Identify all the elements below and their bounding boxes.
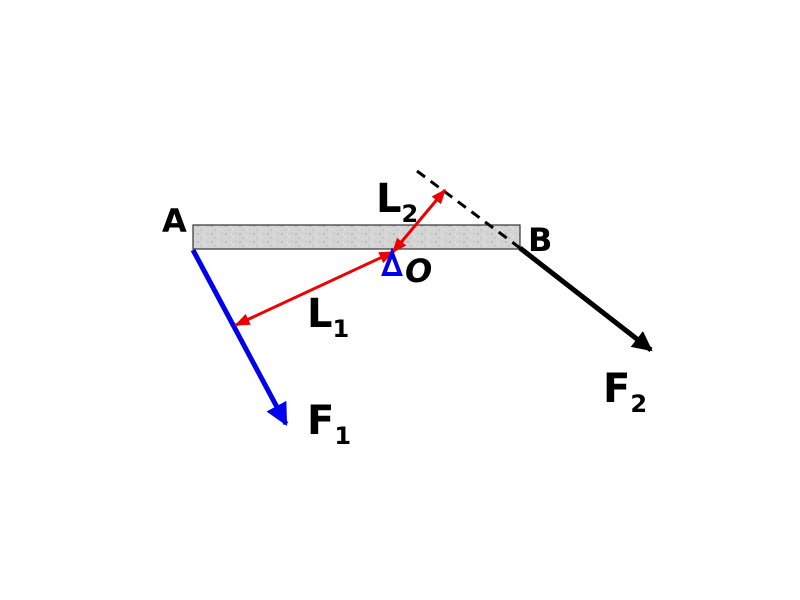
lever-arm-l2 — [391, 188, 447, 254]
l1-sub: 1 — [333, 315, 350, 343]
f2-main: F — [603, 366, 630, 412]
f1-sub: 1 — [334, 422, 351, 450]
force-f1-arrow — [190, 248, 289, 426]
l1-main: L — [307, 291, 333, 337]
point-a-label: A — [162, 202, 187, 240]
force-f1-label: F1 — [307, 398, 351, 450]
fulcrum-icon — [381, 247, 403, 276]
f2-line-of-action — [416, 169, 521, 250]
point-b-label: B — [528, 221, 552, 259]
lever-arm-l1 — [234, 250, 395, 327]
l2-sub: 2 — [402, 200, 419, 228]
l2-main: L — [376, 176, 402, 222]
lever-bar — [192, 224, 521, 250]
force-f2-label: F2 — [603, 366, 647, 418]
lever-arm-l2-label: L2 — [376, 176, 418, 228]
f1-main: F — [307, 398, 334, 444]
fulcrum-o-label: O — [405, 252, 432, 290]
f2-sub: 2 — [630, 390, 647, 418]
force-f2-arrow — [518, 246, 653, 352]
lever-arm-l1-label: L1 — [307, 291, 349, 343]
